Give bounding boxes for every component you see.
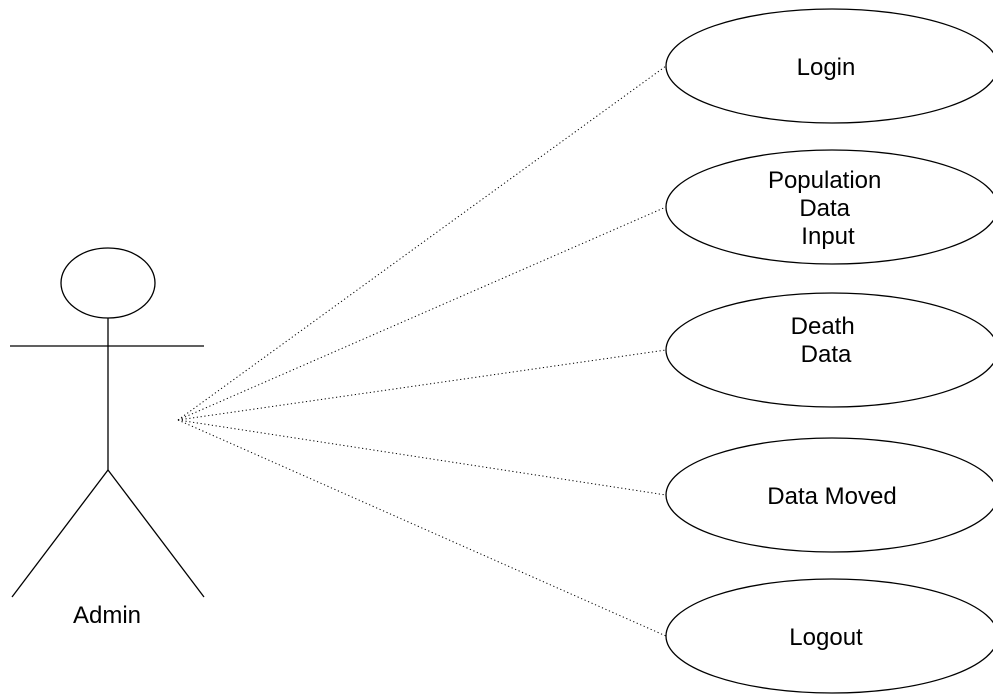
use-case-label-line: Data — [799, 195, 850, 222]
use-case-label-line: Logout — [789, 624, 863, 651]
use-case-data-moved[interactable]: Data Moved — [665, 437, 993, 553]
use-case-logout[interactable]: Logout — [665, 578, 993, 694]
associations — [177, 65, 667, 637]
use-case-ellipse — [665, 149, 993, 265]
use-case-login[interactable]: Login — [665, 8, 993, 124]
association-logout — [177, 419, 667, 637]
use-case-label-line: Data — [801, 341, 852, 368]
actor-left-leg — [11, 469, 109, 598]
association-data-moved — [177, 419, 667, 496]
use-case-death-data[interactable]: Death Data — [665, 292, 993, 408]
association-login — [177, 65, 667, 421]
use-case-label: Login — [797, 54, 856, 81]
use-case-label: Data Moved — [767, 483, 896, 510]
use-case-label: Death Data — [791, 313, 862, 368]
use-case-label-line: Population — [768, 167, 881, 194]
use-case-label: Logout — [789, 624, 863, 651]
actor-head — [60, 247, 156, 319]
use-case-ellipse — [665, 8, 993, 124]
use-case-label-line: Input — [801, 223, 855, 250]
use-case-label-line: Data Moved — [767, 483, 896, 510]
actor-label: Admin — [73, 602, 141, 629]
use-case-ellipse — [665, 578, 993, 694]
actor-admin[interactable]: Admin — [10, 247, 205, 629]
use-case-ellipse — [665, 437, 993, 553]
use-case-label: Population Data Input — [768, 167, 888, 250]
association-population-data-input — [177, 206, 667, 421]
use-case-label-line: Death — [791, 313, 855, 340]
use-case-ellipse — [665, 292, 993, 408]
use-case-label-line: Login — [797, 54, 856, 81]
actor-right-leg — [107, 469, 205, 598]
use-case-population-data-input[interactable]: Population Data Input — [665, 149, 993, 265]
association-death-data — [177, 349, 667, 421]
